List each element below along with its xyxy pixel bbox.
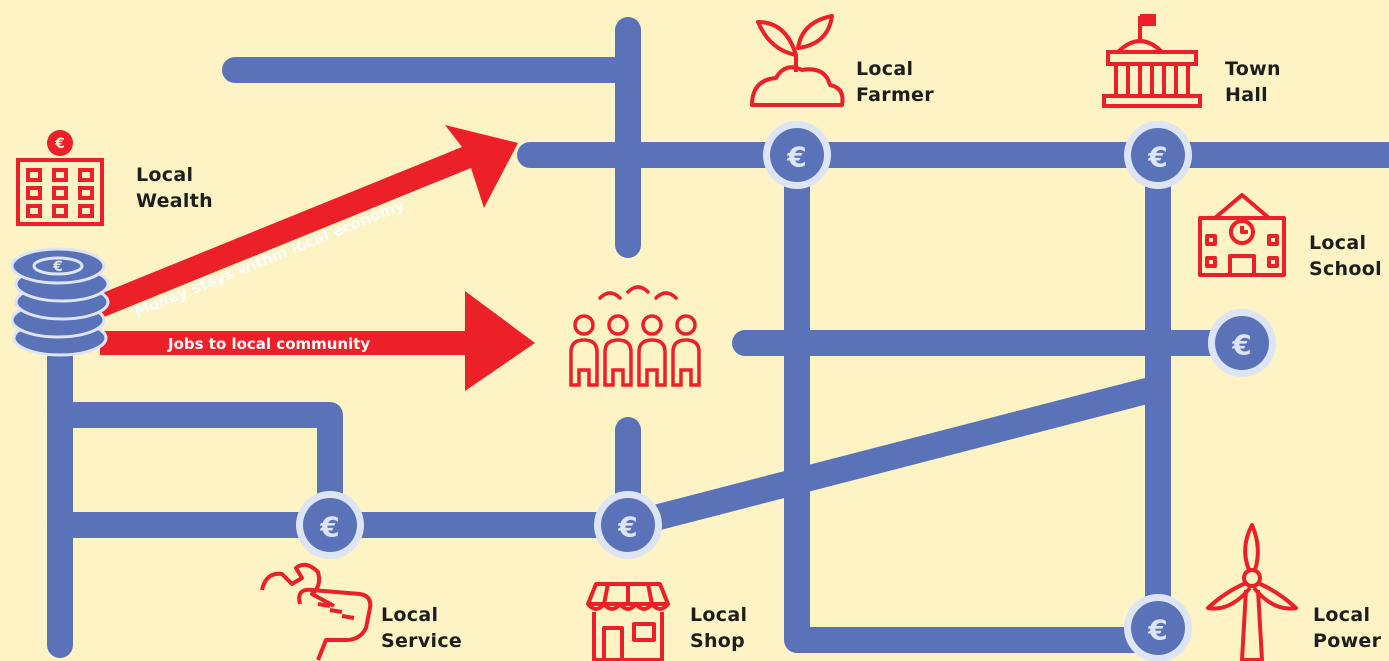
- label-local-service: Local Service: [381, 604, 463, 652]
- svg-text:€: €: [54, 136, 65, 152]
- bank-building-icon: €: [16, 130, 104, 226]
- arrow-money-shape: [90, 125, 518, 319]
- arrow-money-label: Money stays within local economy: [132, 196, 407, 321]
- coins-icon: €: [10, 247, 110, 357]
- arrow-money: Money stays within local economy: [90, 125, 518, 321]
- svg-text:€: €: [1147, 141, 1167, 174]
- school-icon: [1198, 193, 1286, 277]
- label-local-shop: Local Shop: [690, 604, 748, 652]
- arrow-jobs-shape: [100, 291, 535, 391]
- svg-text:€: €: [319, 511, 339, 544]
- road-left-loop: [47, 402, 343, 533]
- town-hall-icon: [1102, 14, 1202, 108]
- label-local-farmer: Local Farmer: [856, 58, 934, 106]
- road-diagonal: [615, 375, 1171, 538]
- wind-turbine-icon: [1206, 523, 1298, 661]
- shop-icon: [586, 582, 670, 661]
- road-farmer-vertical: [784, 142, 1171, 653]
- people-group-icon: [569, 285, 701, 387]
- coin-shop: €: [594, 491, 662, 559]
- svg-text:€: €: [52, 259, 63, 275]
- svg-text:€: €: [617, 511, 637, 544]
- arrow-jobs: Jobs to local community: [100, 291, 535, 391]
- coin-service: €: [296, 491, 364, 559]
- label-town-hall: Town Hall: [1225, 58, 1281, 106]
- coin-school: €: [1208, 309, 1276, 377]
- label-local-power: Local Power: [1313, 604, 1382, 652]
- wrench-hand-icon: [260, 562, 373, 661]
- svg-text:€: €: [1147, 614, 1167, 647]
- label-local-school: Local School: [1309, 232, 1382, 280]
- coin-power: €: [1124, 594, 1192, 661]
- coin-town-hall: €: [1124, 121, 1192, 189]
- arrow-jobs-label: Jobs to local community: [167, 335, 370, 353]
- sprout-icon: [750, 14, 845, 107]
- svg-text:€: €: [786, 141, 806, 174]
- svg-text:€: €: [1231, 329, 1251, 362]
- label-local-wealth: Local Wealth: [136, 164, 213, 212]
- coin-farmer: €: [763, 121, 831, 189]
